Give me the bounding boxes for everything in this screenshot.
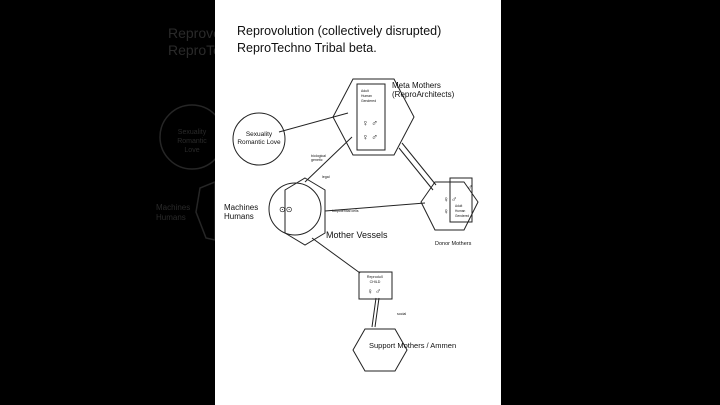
love-label-2: Romantic Love (237, 139, 281, 146)
ghost-machines-label: Machines Humans (156, 203, 191, 222)
donor-mothers-hexagon (420, 181, 479, 231)
ghost-love-circle (159, 104, 215, 170)
edge-child-support-2 (374, 297, 380, 328)
donor-box-text-2: Human (455, 209, 466, 213)
support-mothers-label: Support Mothers / Ammen (369, 341, 456, 350)
donor-box-text-1: Adult (455, 204, 462, 208)
donor-symbol-bottom: ♀ (443, 207, 449, 216)
edge-machines-child (311, 237, 361, 274)
donor-box-text-3: Gendered (455, 214, 469, 218)
meta-mothers-hexagon (332, 78, 415, 156)
machines-label-1: Machines (224, 203, 258, 212)
support-mothers-hexagon (352, 328, 408, 372)
edge-meta-donor-2 (398, 147, 434, 191)
meta-gender-symbols-1: ♀ ♂ (362, 118, 378, 128)
donor-symbols-mid: ♀ ♂ (443, 195, 457, 204)
meta-gender-symbols-2: ♀ ♂ (362, 132, 378, 142)
meta-mothers-box (356, 83, 386, 151)
love-circle (232, 112, 286, 166)
child-gender-symbols: ♀ ♂ (367, 287, 381, 296)
machines-hexagon (284, 177, 326, 246)
slide-title-line2: ReproTechno Tribal beta. (237, 41, 377, 55)
edge-meta-donor-1 (401, 142, 437, 186)
love-label-1: Sexuality (246, 131, 273, 138)
edge-label-genetic: genetic (311, 158, 323, 162)
meta-mothers-label-1: Meta Mothers (392, 81, 441, 90)
mother-vessels-label: Mother Vessels (326, 230, 388, 240)
slide-title-line1: Reprovolution (collectively disrupted) (237, 24, 442, 38)
child-box (358, 271, 393, 300)
machines-symbol: ⊙⊙ (279, 205, 292, 214)
edge-label-biological: biological (311, 154, 326, 158)
machines-label-2: Humans (224, 212, 254, 221)
child-text-1: ReproduX (367, 275, 384, 279)
machines-inner-circle (268, 182, 322, 236)
child-text-2: CHILD (370, 280, 381, 284)
donor-mothers-label: Donor Mothers (435, 241, 472, 247)
ghost-machines-hexagon (195, 181, 215, 241)
ghost-love-label: Sexuality Romantic Love (177, 129, 207, 154)
edge-machines-donor (324, 202, 426, 212)
edge-label-social: social (397, 312, 406, 316)
edge-love-meta (278, 112, 349, 133)
edge-label-totipotential: totipotential cells (332, 209, 359, 213)
slide: Reprovolution (collectively disrupted) R… (215, 0, 501, 405)
edge-child-support-1 (371, 297, 377, 328)
edge-label-legal: legal (322, 175, 330, 179)
donor-symbol-top: ♂ (467, 183, 473, 192)
meta-mothers-label-2: (ReproArchitects) (392, 90, 455, 99)
meta-box-text-3: Gendered (361, 99, 376, 103)
meta-box-text-2: Human (361, 94, 372, 98)
meta-box-text-1: Adult (361, 89, 369, 93)
donor-mothers-box (449, 177, 473, 223)
edge-machines-meta (304, 136, 353, 183)
diagram: Meta Mothers (ReproArchitects) Adult Hum… (224, 78, 479, 372)
ghost-shapes (159, 104, 215, 241)
